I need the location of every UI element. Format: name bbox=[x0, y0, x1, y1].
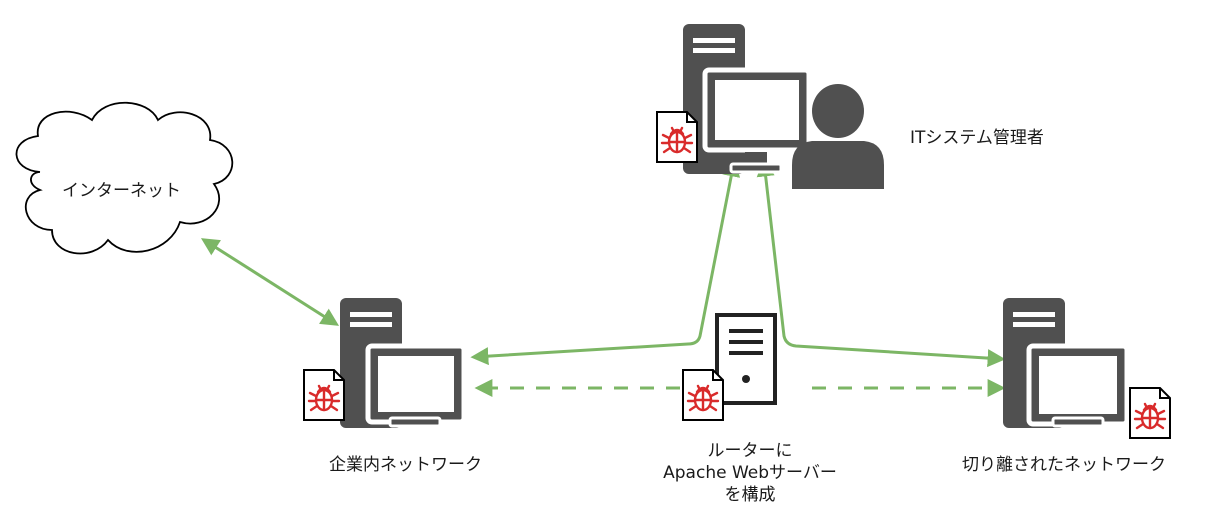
corporate-malware-icon bbox=[302, 368, 346, 422]
isolated-network-label: 切り離されたネットワーク bbox=[962, 455, 1166, 475]
router-label-line1: ルーターに bbox=[707, 441, 793, 461]
cloud-icon bbox=[15, 101, 234, 255]
admin-malware-icon bbox=[655, 110, 699, 164]
admin-computer-icon bbox=[683, 24, 812, 174]
isolated-computer-icon bbox=[1003, 298, 1130, 428]
admin-person-icon bbox=[792, 84, 884, 189]
admin-isolated-arrow bbox=[756, 158, 1006, 368]
router-server-icon bbox=[715, 313, 777, 405]
router-malware-icon bbox=[681, 368, 725, 422]
router-label-line3: を構成 bbox=[724, 485, 776, 505]
router-label-line2: Apache Webサーバー bbox=[663, 463, 837, 483]
internet-label: インターネット bbox=[62, 181, 181, 201]
it-admin-label: ITシステム管理者 bbox=[910, 128, 1044, 148]
router-label: ルーターに Apache Webサーバー を構成 bbox=[630, 440, 870, 506]
corporate-network-label: 企業内ネットワーク bbox=[329, 455, 482, 475]
internet-corporate-arrow bbox=[200, 238, 340, 326]
isolated-malware-icon bbox=[1128, 386, 1172, 440]
corporate-computer-icon bbox=[340, 298, 467, 428]
admin-corporate-arrow bbox=[470, 158, 741, 366]
connection-arrows bbox=[200, 158, 1006, 397]
